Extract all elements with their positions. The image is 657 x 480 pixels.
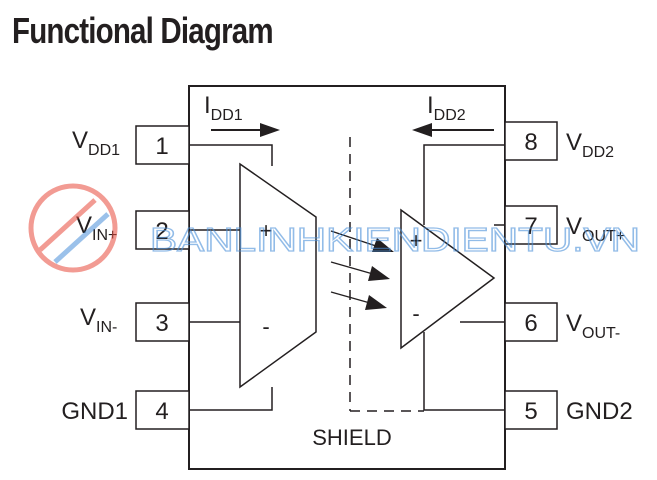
watermark-logo	[28, 183, 118, 273]
pin-label-gnd2: GND2	[566, 398, 633, 425]
left-side-wiring	[189, 144, 273, 411]
shield-barrier	[349, 137, 424, 412]
right-side-wiring	[423, 144, 505, 411]
pin-box-1	[135, 125, 190, 165]
pin-label-vin-minus-sub: IN-	[96, 319, 117, 336]
pin-label-vin-minus-base: V	[80, 304, 96, 331]
pin-number-4: 4	[155, 398, 168, 425]
pin-label-vout-plus-sub: OUT+	[582, 228, 625, 245]
pin-label-vdd1-sub: DD1	[88, 142, 120, 159]
diagram-title: Functional Diagram	[12, 10, 274, 51]
pin-label-vout-minus-base: V	[566, 310, 582, 337]
idd1-arrow	[211, 123, 280, 137]
pin-label-vdd2-sub: DD2	[582, 144, 614, 161]
output-amplifier-minus: -	[412, 301, 419, 326]
pin-label-vdd1: VDD1	[72, 127, 120, 159]
idd2-label-base: I	[427, 92, 434, 119]
idd1-label-base: I	[204, 92, 211, 119]
pin-number-5: 5	[524, 398, 537, 425]
pin-label-vout-plus: VOUT+	[566, 213, 625, 245]
pin-box-4	[135, 390, 190, 430]
pin-number-7: 7	[524, 213, 537, 240]
pin-label-vdd2: VDD2	[566, 129, 614, 161]
watermark-text: BANLINHKIENDIENTU.VN	[150, 221, 640, 258]
idd2-label-sub: DD2	[434, 107, 466, 124]
pin-label-vin-minus: VIN-	[80, 304, 117, 336]
idd1-label-sub: DD1	[211, 107, 243, 124]
idd2-arrow	[412, 123, 494, 137]
pin-box-8	[504, 121, 558, 161]
pin-label-gnd1: GND1	[61, 398, 128, 425]
idd1-label: IDD1	[204, 92, 243, 124]
pin-label-vout-minus-sub: OUT-	[582, 325, 620, 342]
input-amplifier-plus: +	[260, 218, 273, 243]
optical-arrow-2	[330, 261, 390, 281]
pin-label-vout-minus: VOUT-	[566, 310, 620, 342]
optical-arrow-3	[330, 291, 387, 310]
input-amplifier-minus: -	[262, 314, 269, 339]
shield-label: SHIELD	[312, 425, 391, 450]
pin-box-7	[504, 205, 558, 245]
pin-box-2	[135, 210, 190, 250]
output-amplifier-plus: +	[410, 228, 423, 253]
pin-number-2: 2	[155, 218, 168, 245]
pin-number-1: 1	[155, 133, 168, 160]
idd2-label: IDD2	[427, 92, 466, 124]
pin-number-6: 6	[524, 310, 537, 337]
pin-number-8: 8	[524, 129, 537, 156]
package-outline	[188, 85, 506, 470]
output-amplifier	[400, 208, 496, 350]
optical-arrow-1	[330, 230, 394, 252]
pin-label-vdd2-base: V	[566, 129, 582, 156]
input-amplifier	[239, 162, 317, 389]
pin-number-3: 3	[155, 310, 168, 337]
pin-label-vdd1-base: V	[72, 127, 88, 154]
pin-label-vout-plus-base: V	[566, 213, 582, 240]
